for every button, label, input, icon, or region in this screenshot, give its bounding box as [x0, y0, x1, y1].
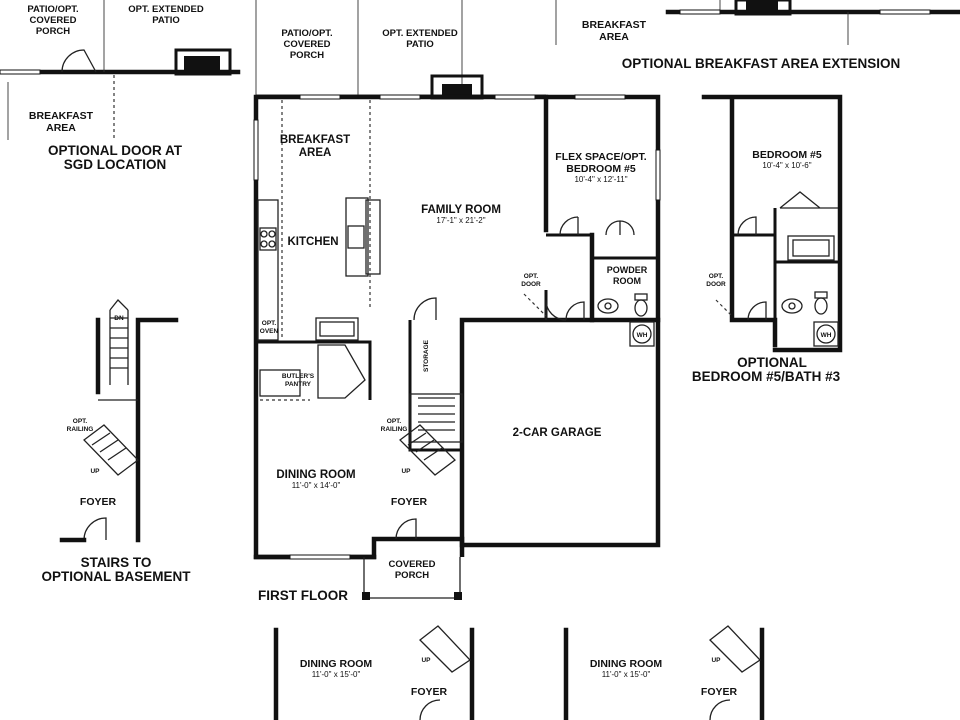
label-dining: DINING ROOM	[276, 469, 355, 481]
label-opt-door-r-1: OPT.	[709, 273, 724, 280]
dining-alt-plans	[273, 625, 765, 720]
opt-door-sgd-plan	[0, 0, 241, 140]
label-ext-patio-2: PATIO	[406, 39, 434, 50]
label-garage: 2-CAR GARAGE	[513, 427, 602, 439]
label-dining-alt-dim-1: 11'-0" x 15'-0"	[312, 670, 361, 679]
label-breakfast-tr-2: AREA	[599, 31, 629, 43]
label-storage: STORAGE	[423, 339, 430, 372]
label-up-l: UP	[90, 468, 100, 475]
label-covered-porch-2: PORCH	[395, 570, 429, 581]
label-dining-dim: 11'-0" x 14'-0"	[292, 481, 341, 490]
label-covered-porch-1: COVERED	[389, 559, 436, 570]
breakfast-extension-plan	[555, 0, 960, 45]
caption-opt-door-sgd-1: OPTIONAL DOOR AT	[48, 143, 183, 158]
label-patio-porch-2: COVERED	[284, 39, 331, 50]
label-dining-alt-dim-2: 11'-0" x 15'-0"	[602, 670, 651, 679]
label-breakfast-tr-1: BREAKFAST	[582, 19, 647, 31]
label-flex-2: BEDROOM #5	[566, 163, 636, 175]
label-patio-porch-1: PATIO/OPT.	[281, 28, 332, 39]
page-title: FIRST FLOOR	[258, 588, 348, 603]
label-wh: WH	[637, 332, 648, 339]
label-opt-railing-l-2: RAILING	[67, 426, 94, 433]
label-foyer-b1: FOYER	[411, 686, 448, 698]
label-opt-railing-1: OPT.	[387, 418, 402, 425]
label-dn: DN	[114, 315, 124, 322]
label-family-dim: 17'-1" x 21'-2"	[436, 216, 485, 225]
label-powder-1: POWDER	[607, 265, 648, 275]
caption-stairs-basement-2: OPTIONAL BASEMENT	[41, 569, 191, 584]
label-flex-1: FLEX SPACE/OPT.	[555, 151, 646, 163]
opt-bedroom-bath-plan	[701, 94, 843, 353]
caption-stairs-basement-1: STAIRS TO	[81, 555, 152, 570]
label-opt-oven-2: OVEN	[260, 328, 279, 335]
label-breakfast-tl-2: AREA	[46, 122, 76, 134]
label-kitchen: KITCHEN	[287, 236, 338, 248]
label-foyer-b2: FOYER	[701, 686, 738, 698]
label-powder-2: ROOM	[613, 276, 641, 286]
label-ext-patio-1: OPT. EXTENDED	[382, 28, 458, 39]
label-family-room: FAMILY ROOM	[421, 204, 501, 216]
caption-opt-door-sgd-2: SGD LOCATION	[64, 157, 167, 172]
label-patio-porch-3: PORCH	[290, 50, 324, 61]
label-wh-r: WH	[821, 332, 832, 339]
label-dining-alt-2: DINING ROOM	[590, 658, 663, 670]
label-up-b2: UP	[711, 657, 721, 664]
label-foyer: FOYER	[391, 496, 428, 508]
first-floor-plan	[253, 0, 661, 600]
label-opt-door-2: DOOR	[521, 281, 541, 288]
label-butlers-1: BUTLER'S	[282, 373, 315, 380]
caption-bedroom-bath-2: BEDROOM #5/BATH #3	[692, 369, 841, 384]
label-breakfast-2: AREA	[299, 147, 332, 159]
label-ext-patio-tl-1: OPT. EXTENDED	[128, 4, 204, 15]
caption-breakfast-ext: OPTIONAL BREAKFAST AREA EXTENSION	[622, 56, 901, 71]
label-up-b1: UP	[421, 657, 431, 664]
label-bedroom5-dim: 10'-4" x 10'-6"	[762, 161, 811, 170]
label-opt-door-1: OPT.	[524, 273, 539, 280]
label-opt-oven-1: OPT.	[262, 320, 277, 327]
label-breakfast-1: BREAKFAST	[280, 134, 350, 146]
room-labels: PATIO/OPT. COVERED PORCH OPT. EXTENDED P…	[27, 4, 900, 698]
label-patio-porch-tl-1: PATIO/OPT.	[27, 4, 78, 15]
label-opt-door-r-2: DOOR	[706, 281, 726, 288]
stairs-basement-plan	[59, 299, 179, 543]
caption-bedroom-bath-1: OPTIONAL	[737, 355, 807, 370]
label-flex-dim: 10'-4" x 12'-11"	[574, 175, 627, 184]
label-foyer-l: FOYER	[80, 496, 117, 508]
label-dining-alt-1: DINING ROOM	[300, 658, 373, 670]
label-butlers-2: PANTRY	[285, 381, 312, 388]
label-ext-patio-tl-2: PATIO	[152, 15, 180, 26]
label-breakfast-tl-1: BREAKFAST	[29, 110, 94, 122]
label-bedroom5: BEDROOM #5	[752, 149, 822, 161]
label-up: UP	[401, 468, 411, 475]
label-patio-porch-tl-3: PORCH	[36, 26, 70, 37]
label-opt-railing-2: RAILING	[381, 426, 408, 433]
label-patio-porch-tl-2: COVERED	[30, 15, 77, 26]
label-opt-railing-l-1: OPT.	[73, 418, 88, 425]
